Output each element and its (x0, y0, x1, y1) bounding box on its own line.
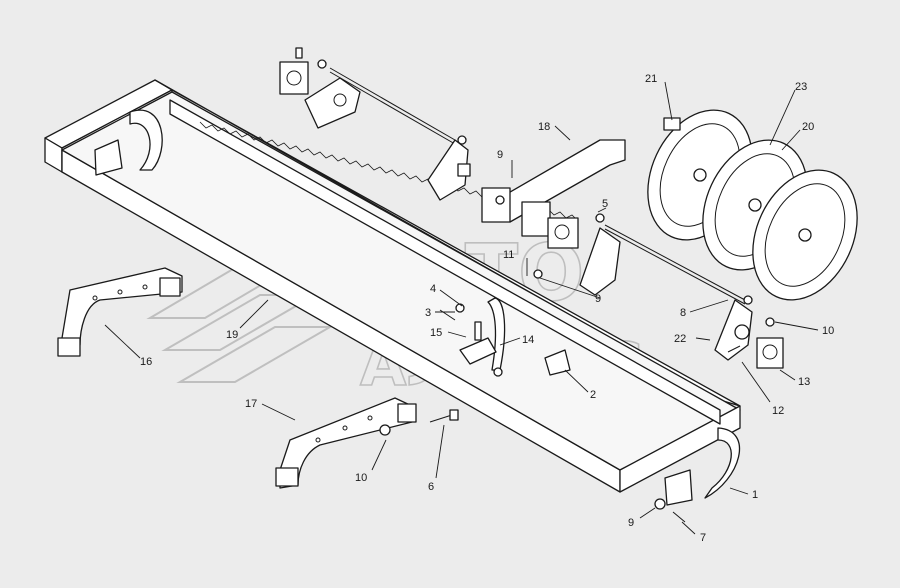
right-bearing-assembly (714, 295, 784, 369)
fasteners (379, 409, 686, 523)
callout-3: 3 (425, 307, 431, 319)
upper-shaft-assembly (279, 47, 471, 201)
callout-17: 17 (245, 398, 257, 410)
callout-2: 2 (590, 389, 596, 401)
callout-18: 18 (538, 121, 550, 133)
callout-21: 21 (645, 73, 657, 85)
callout-13: 13 (798, 376, 810, 388)
callout-4: 4 (430, 283, 436, 295)
callout-10-right: 10 (822, 325, 834, 337)
callout-labels: 1 2 3 4 5 6 7 8 9 9 9 10 10 11 12 13 14 … (140, 73, 834, 544)
callout-19: 19 (226, 329, 238, 341)
callout-6: 6 (428, 481, 434, 493)
callout-7: 7 (700, 532, 706, 544)
callout-9-middle: 9 (595, 293, 601, 305)
callout-16: 16 (140, 356, 152, 368)
callout-1: 1 (752, 489, 758, 501)
drive-shaft (604, 224, 746, 305)
callout-12: 12 (772, 405, 784, 417)
callout-8: 8 (680, 307, 686, 319)
callout-20: 20 (802, 121, 814, 133)
callout-5: 5 (602, 198, 608, 210)
callout-22: 22 (674, 333, 686, 345)
callout-14: 14 (522, 334, 534, 346)
callout-23: 23 (795, 81, 807, 93)
callout-9-top: 9 (497, 149, 503, 161)
bracket-17 (275, 397, 417, 489)
bar-18-assembly (481, 139, 626, 296)
callout-10-left: 10 (355, 472, 367, 484)
callout-11: 11 (503, 249, 514, 261)
leader-lines (104, 81, 819, 535)
bracket-16 (57, 267, 183, 357)
callout-9-bottom: 9 (628, 517, 634, 529)
sprocket-group (647, 109, 858, 301)
callout-15: 15 (430, 327, 442, 339)
